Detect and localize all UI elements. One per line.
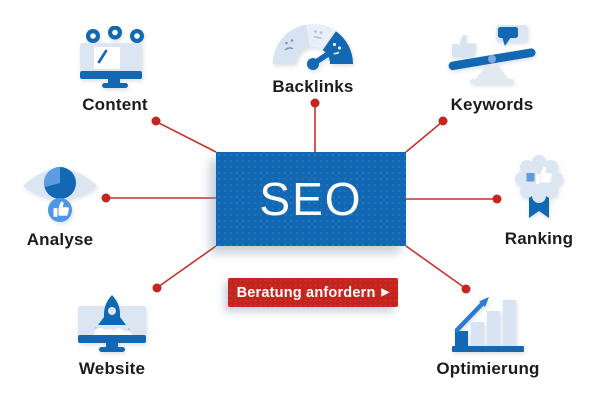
connector-dot-website — [152, 283, 162, 293]
cta-arrow-icon: ▶ — [381, 287, 390, 298]
connector-dot-keywords — [438, 116, 448, 126]
node-label-ranking: Ranking — [504, 229, 574, 248]
node-backlinks: Backlinks — [250, 12, 376, 97]
node-keywords: Keywords — [429, 22, 555, 115]
node-label-content: Content — [82, 95, 148, 114]
connector-line-content — [156, 121, 217, 153]
cta-button[interactable]: Beratung anfordern ▶ — [228, 278, 398, 307]
cta-label: Beratung anfordern — [236, 284, 376, 301]
award-badge-icon — [515, 155, 563, 218]
balance-thumbs-icon — [448, 25, 536, 84]
rocket-monitor-icon — [78, 295, 146, 352]
node-optimierung: Optimierung — [425, 294, 551, 379]
seo-center-box: SEO — [216, 152, 406, 246]
node-label-optimierung: Optimierung — [436, 359, 540, 378]
connector-line-keywords — [405, 121, 443, 153]
connector-dot-ranking — [492, 194, 502, 204]
connector-line-website — [157, 245, 217, 288]
growth-chart-icon — [452, 297, 524, 352]
seo-title: SEO — [259, 173, 363, 225]
connector-dot-backlinks — [310, 98, 320, 108]
node-content: Content — [54, 26, 176, 115]
node-analyse: Analyse — [10, 157, 110, 250]
node-label-keywords: Keywords — [450, 95, 534, 114]
connector-dot-analyse — [101, 193, 111, 203]
connector-line-optimierung — [405, 245, 466, 289]
eye-pie-chart-icon — [23, 167, 97, 222]
node-label-analyse: Analyse — [26, 230, 94, 249]
connector-dot-optimierung — [461, 284, 471, 294]
node-website: Website — [52, 294, 172, 379]
node-label-backlinks: Backlinks — [272, 77, 354, 96]
monitor-nodes-icon — [80, 26, 144, 88]
node-ranking: Ranking — [487, 152, 591, 249]
gauge-icon — [273, 23, 353, 70]
connector-dot-content — [151, 116, 161, 126]
node-label-website: Website — [78, 359, 146, 378]
